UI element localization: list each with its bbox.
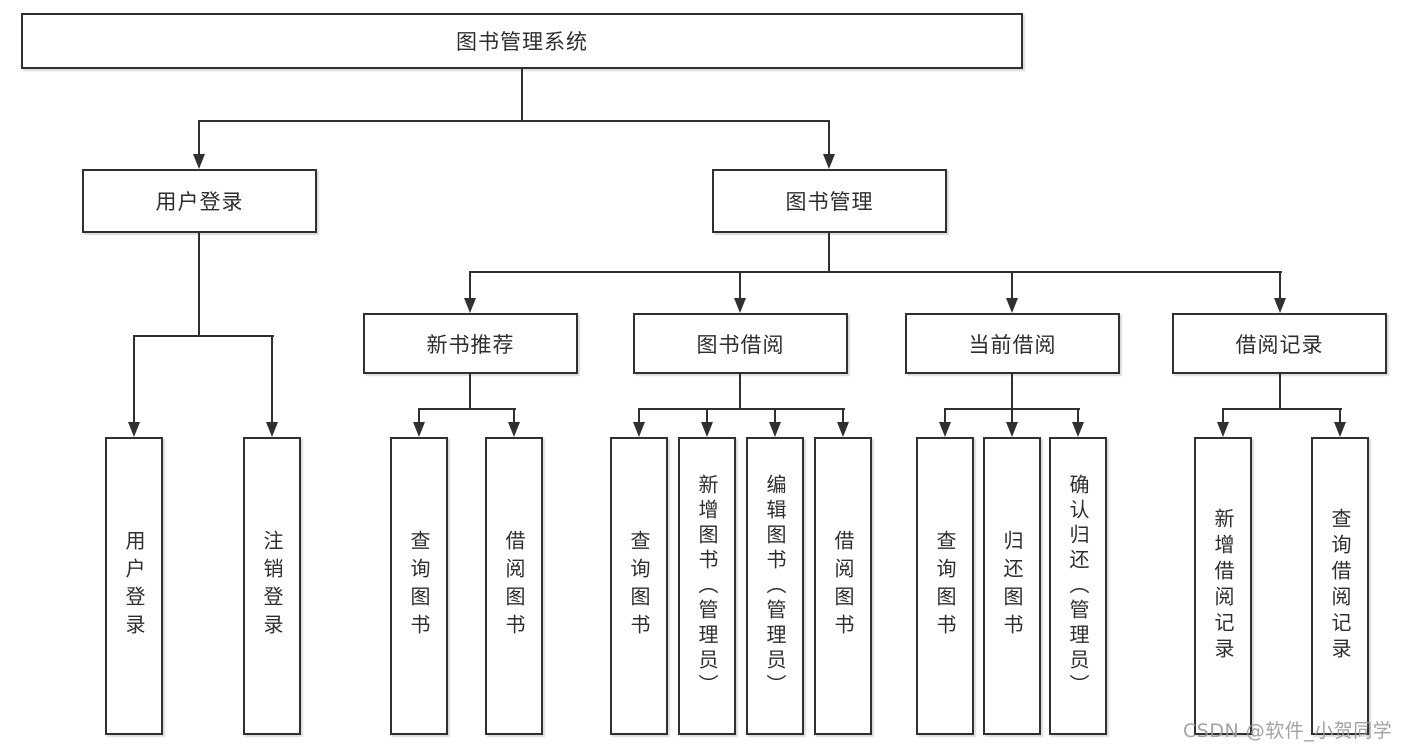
leaf-rec-query-books: 查询图书 bbox=[390, 437, 448, 735]
node-current-borrow: 当前借阅 bbox=[905, 313, 1120, 374]
connector-line bbox=[1339, 408, 1341, 422]
connector-line bbox=[1011, 374, 1013, 410]
leaf-current-return-books: 归还图书 bbox=[983, 437, 1041, 735]
leaf-borrow-query-books: 查询图书 bbox=[610, 437, 668, 735]
connector-line bbox=[944, 408, 946, 422]
arrow-down-icon bbox=[823, 154, 835, 169]
arrow-down-icon bbox=[464, 298, 476, 313]
arrow-down-icon bbox=[413, 422, 425, 437]
connector-line bbox=[774, 408, 776, 422]
leaf-logout: 注销登录 bbox=[243, 437, 301, 735]
arrow-down-icon bbox=[701, 422, 713, 437]
connector-line bbox=[638, 408, 845, 410]
leaf-rec-query-books-label: 查询图书 bbox=[407, 530, 431, 642]
connector-line bbox=[842, 408, 844, 422]
connector-line bbox=[828, 120, 830, 154]
leaf-borrow-add-books-admin: 新增图书（管理员） bbox=[678, 437, 736, 735]
leaf-borrow-borrow-books: 借阅图书 bbox=[814, 437, 872, 735]
connector-line bbox=[133, 335, 274, 337]
arrow-down-icon bbox=[769, 422, 781, 437]
arrow-down-icon bbox=[508, 422, 520, 437]
arrow-down-icon bbox=[1334, 422, 1346, 437]
connector-line bbox=[1279, 271, 1281, 298]
connector-line bbox=[1011, 271, 1013, 298]
node-book-management: 图书管理 bbox=[712, 169, 947, 233]
leaf-record-add-borrow-record-label: 新增借阅记录 bbox=[1211, 508, 1235, 664]
connector-line bbox=[469, 374, 471, 410]
arrow-down-icon bbox=[266, 422, 278, 437]
connector-line bbox=[1222, 408, 1224, 422]
arrow-down-icon bbox=[837, 422, 849, 437]
leaf-current-query-books-label: 查询图书 bbox=[933, 530, 957, 642]
connector-line bbox=[418, 408, 420, 422]
leaf-current-confirm-return-admin-label: 确认归还（管理员） bbox=[1066, 473, 1090, 699]
leaf-borrow-query-books-label: 查询图书 bbox=[627, 530, 651, 642]
leaf-current-return-books-label: 归还图书 bbox=[1000, 530, 1024, 642]
connector-line bbox=[521, 69, 523, 121]
arrow-down-icon bbox=[193, 154, 205, 169]
connector-line bbox=[469, 271, 471, 298]
connector-line bbox=[739, 271, 741, 298]
connector-line bbox=[418, 408, 516, 410]
node-root-label: 图书管理系统 bbox=[456, 30, 588, 54]
connector-line bbox=[1222, 408, 1342, 410]
node-book-management-label: 图书管理 bbox=[785, 190, 874, 214]
connector-line bbox=[133, 335, 135, 422]
leaf-borrow-edit-books-admin-label: 编辑图书（管理员） bbox=[763, 473, 787, 699]
node-current-borrow-label: 当前借阅 bbox=[968, 332, 1057, 357]
leaf-record-add-borrow-record: 新增借阅记录 bbox=[1194, 437, 1252, 735]
node-borrow-records-label: 借阅记录 bbox=[1235, 332, 1324, 357]
connector-line bbox=[469, 271, 1282, 273]
leaf-borrow-add-books-admin-label: 新增图书（管理员） bbox=[695, 473, 719, 699]
leaf-logout-label: 注销登录 bbox=[260, 530, 284, 642]
connector-line bbox=[638, 408, 640, 422]
leaf-borrow-borrow-books-label: 借阅图书 bbox=[831, 530, 855, 642]
leaf-record-query-borrow-record: 查询借阅记录 bbox=[1311, 437, 1369, 735]
arrow-down-icon bbox=[1217, 422, 1229, 437]
connector-line bbox=[706, 408, 708, 422]
leaf-user-login: 用户登录 bbox=[105, 437, 163, 735]
node-root: 图书管理系统 bbox=[21, 13, 1023, 69]
arrow-down-icon bbox=[128, 422, 140, 437]
arrow-down-icon bbox=[939, 422, 951, 437]
leaf-user-login-label: 用户登录 bbox=[122, 530, 146, 642]
leaf-current-confirm-return-admin: 确认归还（管理员） bbox=[1049, 437, 1107, 735]
connector-line bbox=[271, 335, 273, 422]
node-borrow-records: 借阅记录 bbox=[1172, 313, 1387, 374]
connector-line bbox=[1279, 374, 1281, 410]
connector-line bbox=[198, 233, 200, 337]
leaf-current-query-books: 查询图书 bbox=[916, 437, 974, 735]
leaf-rec-borrow-books: 借阅图书 bbox=[485, 437, 543, 735]
arrow-down-icon bbox=[1072, 422, 1084, 437]
node-new-book-recommend-label: 新书推荐 bbox=[426, 332, 515, 357]
leaf-record-query-borrow-record-label: 查询借阅记录 bbox=[1328, 508, 1352, 664]
arrow-down-icon bbox=[734, 298, 746, 313]
arrow-down-icon bbox=[633, 422, 645, 437]
leaf-rec-borrow-books-label: 借阅图书 bbox=[502, 530, 526, 642]
leaf-borrow-edit-books-admin: 编辑图书（管理员） bbox=[746, 437, 804, 735]
arrow-down-icon bbox=[1274, 298, 1286, 313]
connector-line bbox=[739, 374, 741, 410]
connector-line bbox=[198, 120, 830, 122]
connector-line bbox=[1011, 408, 1013, 422]
node-user-login-label: 用户登录 bbox=[155, 190, 244, 214]
connector-line bbox=[1077, 408, 1079, 422]
arrow-down-icon bbox=[1006, 422, 1018, 437]
node-user-login: 用户登录 bbox=[82, 169, 317, 233]
arrow-down-icon bbox=[1006, 298, 1018, 313]
connector-line bbox=[198, 120, 200, 154]
node-book-borrow-label: 图书借阅 bbox=[696, 332, 785, 357]
connector-line bbox=[513, 408, 515, 422]
node-new-book-recommend: 新书推荐 bbox=[363, 313, 578, 374]
node-book-borrow: 图书借阅 bbox=[633, 313, 848, 374]
connector-line bbox=[828, 233, 830, 273]
watermark: CSDN @软件_小贺同学 bbox=[1183, 720, 1393, 742]
